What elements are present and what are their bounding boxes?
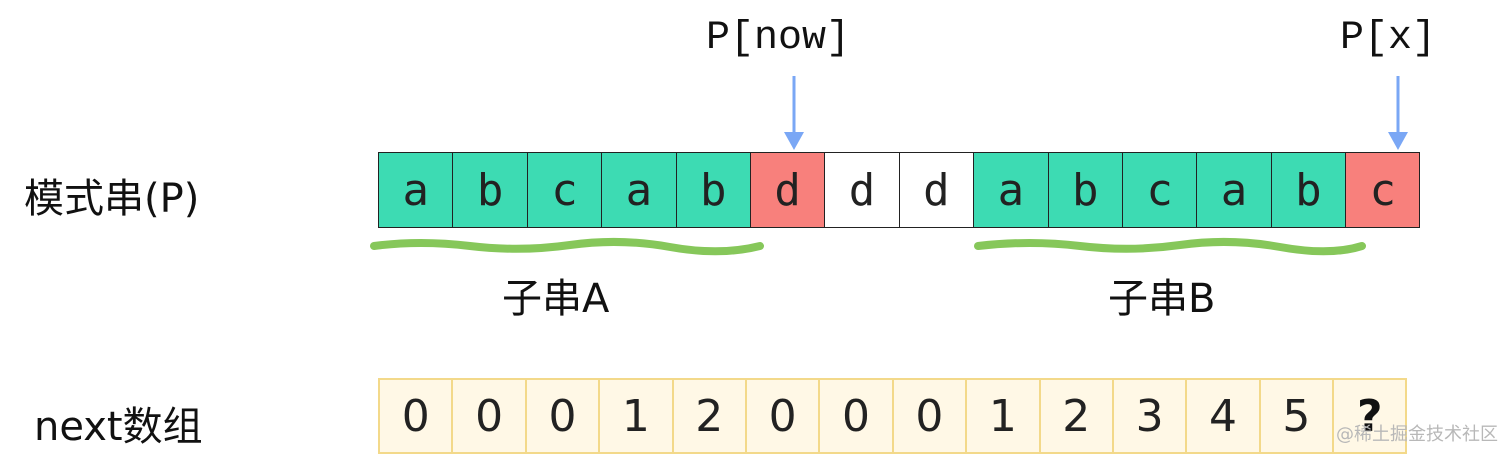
pattern-cell: a: [601, 152, 677, 228]
next-cell: 0: [818, 378, 894, 454]
pointer-x-arrow: [1388, 76, 1408, 150]
pattern-label: 模式串(P): [24, 176, 200, 222]
next-cell: 0: [744, 378, 821, 454]
pattern-cell: b: [1270, 152, 1347, 228]
next-cell: 4: [1185, 378, 1261, 454]
substring-b-label: 子串B: [1108, 276, 1216, 322]
next-cell: 3: [1111, 378, 1188, 454]
pattern-cell: a: [973, 152, 1049, 228]
substring-b-underline: [974, 237, 1366, 256]
next-cell-unknown: ?: [1332, 378, 1408, 454]
pointer-now-arrow: [784, 76, 804, 150]
next-cell: 0: [524, 378, 601, 454]
pattern-cell: b: [675, 152, 751, 228]
pattern-cell: a: [1196, 152, 1272, 228]
next-cell: 0: [451, 378, 527, 454]
next-cell: 1: [598, 378, 674, 454]
pattern-cell: b: [452, 152, 528, 228]
pattern-cell: d: [749, 152, 826, 228]
pattern-cell: c: [1121, 152, 1198, 228]
pointer-now-label: P[now]: [706, 16, 851, 61]
pointer-x-label: P[x]: [1340, 16, 1437, 61]
pattern-cell: c: [1345, 152, 1421, 228]
pattern-cell: c: [526, 152, 603, 228]
pattern-cell: b: [1047, 152, 1123, 228]
pattern-cell: d: [898, 152, 975, 228]
next-cell: 1: [965, 378, 1041, 454]
next-cell: 5: [1258, 378, 1335, 454]
next-cell: 2: [671, 378, 747, 454]
pattern-cell: d: [824, 152, 900, 228]
substring-a-label: 子串A: [502, 276, 610, 322]
pattern-cell: a: [378, 152, 454, 228]
next-cell: 0: [891, 378, 968, 454]
watermark: @稀土掘金技术社区: [1336, 424, 1498, 445]
next-array-label: next数组: [34, 404, 203, 450]
next-cell: 0: [378, 378, 454, 454]
substring-a-underline: [370, 237, 764, 256]
next-cell: 2: [1038, 378, 1114, 454]
